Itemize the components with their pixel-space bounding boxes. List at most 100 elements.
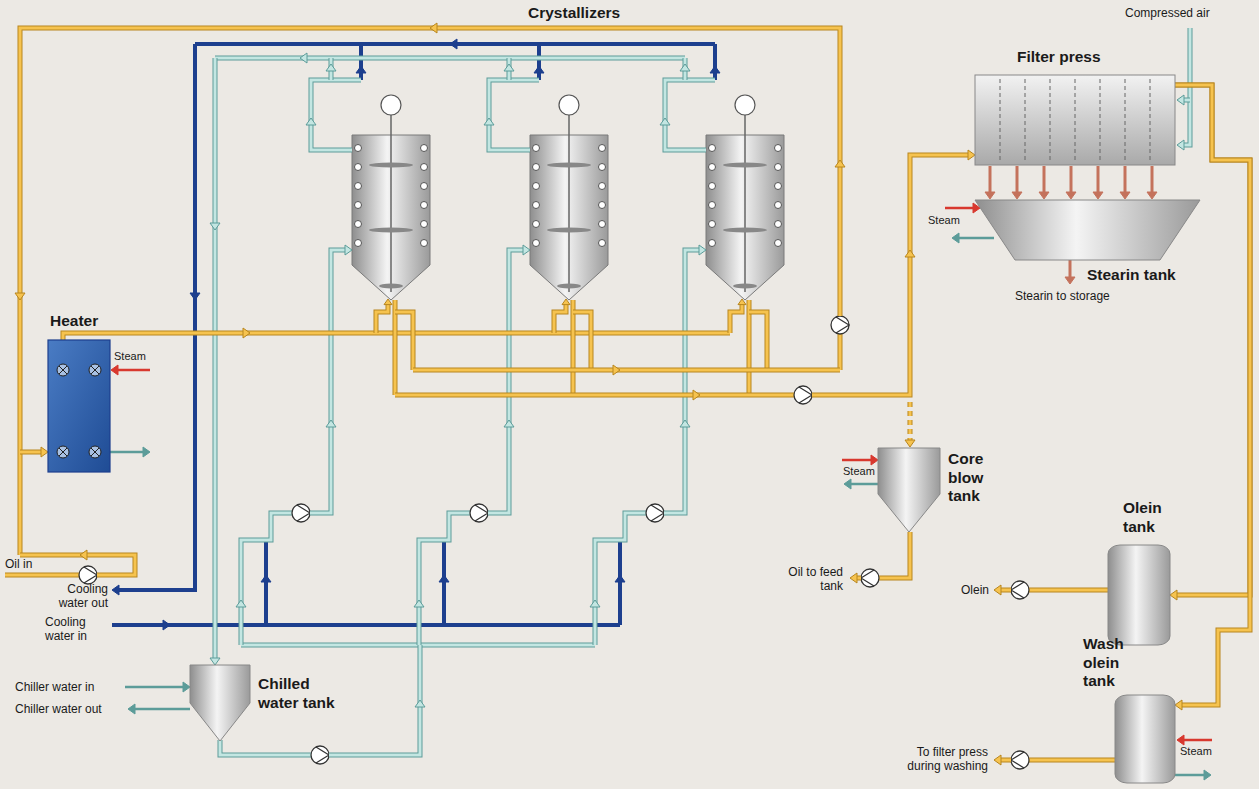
arrowhead bbox=[190, 293, 200, 300]
pipe bbox=[489, 80, 539, 150]
arrowhead bbox=[1012, 192, 1022, 199]
pump-body bbox=[831, 316, 849, 334]
pipe bbox=[839, 334, 842, 370]
press-plate bbox=[1150, 79, 1151, 161]
pipe bbox=[730, 304, 742, 333]
arrowhead bbox=[710, 66, 720, 73]
press-plate bbox=[1100, 79, 1101, 161]
pump-symbol bbox=[646, 504, 664, 522]
pipe bbox=[945, 207, 974, 210]
pipe bbox=[1000, 758, 1011, 763]
pipe bbox=[413, 369, 840, 372]
arrowhead bbox=[415, 700, 425, 707]
cooling-coil bbox=[775, 221, 782, 228]
arrowhead bbox=[143, 447, 150, 457]
agitator-motor bbox=[381, 95, 401, 115]
arrowhead bbox=[1170, 590, 1177, 600]
cooling-coil bbox=[533, 221, 540, 228]
cooling-coil bbox=[775, 145, 782, 152]
pipe bbox=[554, 304, 566, 333]
pipe bbox=[838, 334, 843, 370]
arrowhead bbox=[326, 64, 336, 71]
arrowhead bbox=[210, 658, 220, 665]
pipe bbox=[664, 250, 701, 513]
tank-body bbox=[190, 665, 250, 741]
cooling-coil bbox=[599, 221, 606, 228]
cooling-coil bbox=[709, 183, 716, 190]
arrowhead bbox=[534, 66, 544, 73]
tank-label: Heater bbox=[50, 312, 98, 331]
pipe bbox=[214, 58, 217, 660]
pipe bbox=[20, 451, 43, 454]
pipe bbox=[713, 44, 717, 80]
arrowhead bbox=[985, 192, 995, 199]
port-mark bbox=[59, 448, 67, 456]
pipe bbox=[595, 513, 646, 645]
arrowhead bbox=[80, 550, 87, 560]
pipe bbox=[488, 250, 525, 513]
pump-triangle bbox=[861, 570, 874, 586]
agitator-blade bbox=[557, 284, 581, 289]
arrowhead bbox=[1120, 192, 1130, 199]
pipe bbox=[215, 57, 685, 60]
pipe bbox=[310, 250, 347, 513]
arrowhead bbox=[590, 600, 600, 607]
agitator-blade bbox=[547, 163, 591, 168]
cooling-coil bbox=[533, 202, 540, 209]
tank-label: Olein tank bbox=[1123, 499, 1175, 536]
pump-triangle bbox=[1011, 752, 1024, 768]
arrowhead bbox=[450, 39, 457, 49]
pipe bbox=[125, 686, 184, 689]
pipe-label: Steam bbox=[928, 214, 960, 227]
arrowhead bbox=[994, 755, 1001, 765]
cooling-coil bbox=[775, 183, 782, 190]
section-heading: Crystallizers bbox=[528, 4, 620, 23]
pipe bbox=[20, 450, 43, 455]
pipe bbox=[419, 513, 470, 645]
pipe bbox=[413, 368, 840, 373]
crystallizer-vessel bbox=[352, 95, 430, 300]
pipe bbox=[879, 532, 910, 578]
pump-triangle bbox=[799, 387, 812, 403]
cooling-coil bbox=[709, 202, 716, 209]
arrowhead bbox=[41, 447, 48, 457]
arrowhead bbox=[680, 420, 690, 427]
pipe-label: Chiller water in bbox=[15, 680, 94, 694]
cooling-coil bbox=[355, 202, 362, 209]
heater-body bbox=[48, 340, 110, 472]
tank-node: Wash olein tank bbox=[1115, 695, 1175, 783]
arrowhead bbox=[871, 455, 878, 465]
pump-symbol bbox=[79, 566, 97, 584]
pipe bbox=[958, 237, 994, 240]
arrowhead bbox=[1177, 95, 1184, 105]
pipe bbox=[664, 250, 701, 513]
arrowhead bbox=[1066, 192, 1076, 199]
pipe-label: Stearin to storage bbox=[1015, 289, 1110, 303]
pipe bbox=[1183, 739, 1212, 742]
pump-body bbox=[1011, 581, 1029, 599]
pipe bbox=[5, 574, 79, 577]
pipe bbox=[989, 166, 992, 192]
cooling-coil bbox=[421, 164, 428, 171]
tank-node: Filter press bbox=[975, 75, 1175, 165]
tank-body bbox=[1115, 695, 1175, 783]
pump-body bbox=[861, 569, 879, 587]
pipe bbox=[376, 304, 388, 333]
tank-label: Filter press bbox=[1017, 48, 1101, 67]
arrowhead bbox=[236, 600, 246, 607]
tank-outline bbox=[975, 75, 1175, 165]
pipe bbox=[311, 80, 361, 150]
connector-line bbox=[1070, 166, 1073, 193]
arrowhead bbox=[1147, 192, 1157, 199]
pipe-label: To filter press during washing bbox=[893, 745, 988, 774]
agitator-blade bbox=[733, 284, 757, 289]
arrowhead bbox=[1039, 192, 1049, 199]
agitator-motor bbox=[735, 95, 755, 115]
cooling-coil bbox=[709, 221, 716, 228]
cooling-coil bbox=[533, 164, 540, 171]
pipe bbox=[329, 645, 420, 755]
arrowhead bbox=[243, 328, 250, 338]
pipe bbox=[1029, 588, 1108, 593]
